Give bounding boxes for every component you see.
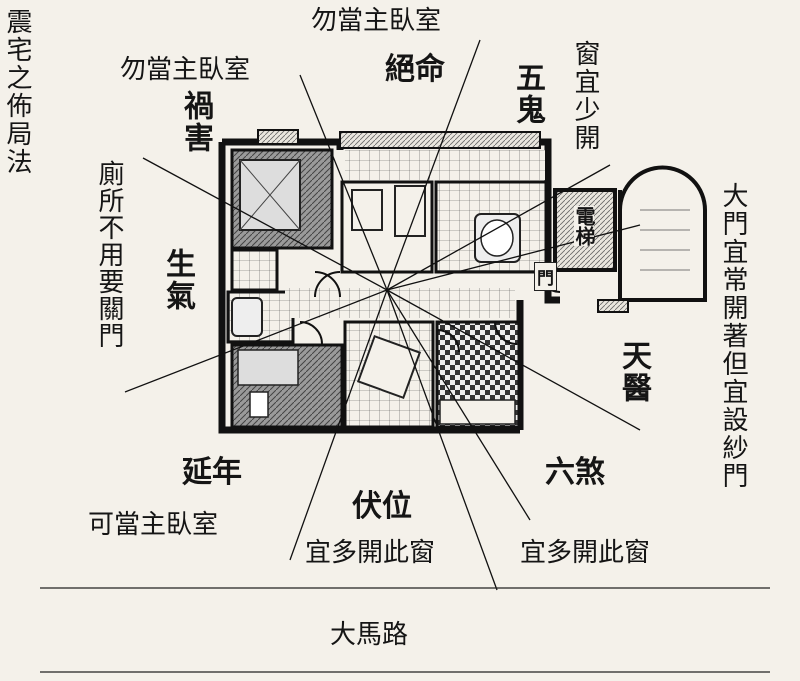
room-top-center: [340, 180, 434, 274]
label-shengqi: 生氣: [160, 248, 195, 312]
note-toilet: 廁所不用要關門: [94, 160, 124, 349]
elevator-label: 電梯: [572, 206, 596, 246]
note-top-center: 勿當主臥室: [311, 6, 442, 36]
note-master-bedroom-ok: 可當主臥室: [88, 510, 219, 540]
road-label: 大馬路: [330, 620, 409, 650]
label-yannian: 延年: [182, 455, 242, 490]
label-tianyi: 天醫: [616, 340, 651, 404]
note-window-open-right: 宜多開此窗: [520, 538, 651, 568]
label-wugui: 五鬼: [510, 62, 545, 126]
note-top-left: 勿當主臥室: [120, 55, 251, 85]
note-window-open-left: 宜多開此窗: [305, 538, 436, 568]
label-jueming: 絕命: [385, 52, 445, 87]
balcony: [339, 131, 541, 149]
label-liusha: 六煞: [545, 455, 605, 490]
note-main-door: 大門宜常開著但宜設紗門: [718, 182, 748, 490]
diagram-title: 震宅之佈局法: [2, 8, 32, 176]
label-huohai: 禍害: [178, 90, 213, 154]
sector-lines: [124, 39, 641, 591]
label-fuwei: 伏位: [352, 489, 412, 524]
note-window-small: 窗宜少開: [570, 40, 600, 152]
corridor: [285, 288, 515, 318]
main-door-tag: 門: [534, 262, 557, 291]
toilet: [230, 248, 279, 292]
